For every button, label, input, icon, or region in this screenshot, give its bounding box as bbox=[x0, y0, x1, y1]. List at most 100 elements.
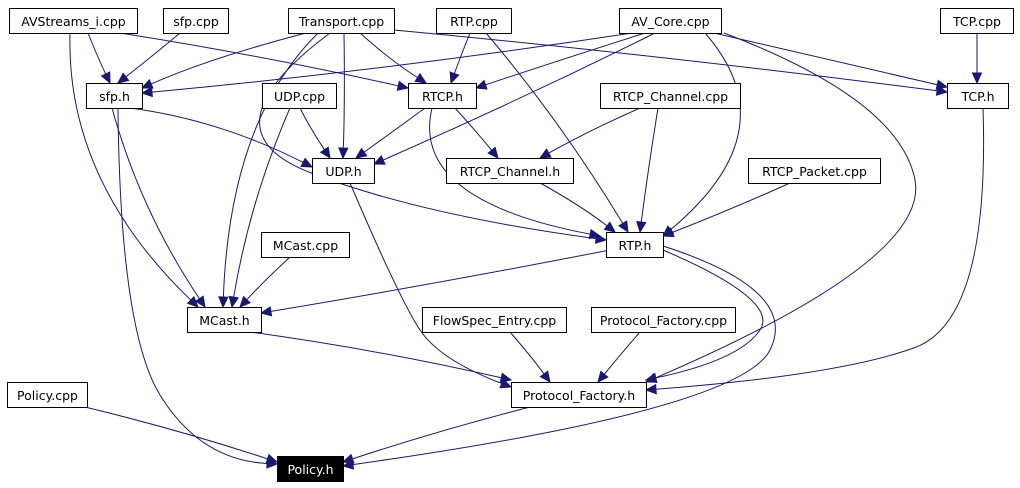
node-avstreams-i-cpp[interactable]: AVStreams_i.cpp bbox=[9, 8, 138, 34]
node-rtp-cpp[interactable]: RTP.cpp bbox=[436, 8, 512, 34]
edge-sfp_h-to-policy_h bbox=[117, 107, 279, 469]
node-policy-h[interactable]: Policy.h bbox=[277, 456, 344, 482]
edge-line bbox=[429, 107, 591, 235]
node-rtcp-channel-cpp[interactable]: RTCP_Channel.cpp bbox=[600, 83, 741, 109]
node-box bbox=[591, 307, 736, 333]
edge-line bbox=[352, 406, 531, 460]
edge-protocol_factory_h-to-policy_h bbox=[341, 406, 531, 464]
node-label: FlowSpec_Entry.cpp bbox=[433, 313, 556, 328]
arrowhead-icon bbox=[239, 295, 252, 308]
edge-rtcp_channel_cpp-to-rtp_h bbox=[636, 107, 659, 234]
node-label: TCP.cpp bbox=[952, 14, 1001, 29]
edge-rtcp_packet_cpp-to-rtp_h bbox=[661, 182, 791, 238]
node-udp-h[interactable]: UDP.h bbox=[312, 158, 375, 184]
edge-line bbox=[603, 331, 641, 375]
node-box bbox=[187, 307, 262, 333]
edge-avstreams_i_cpp-to-sfp_h bbox=[87, 32, 111, 85]
edge-avstreams_i_cpp-to-rtcp_h bbox=[119, 32, 410, 91]
arrowhead-icon bbox=[228, 295, 239, 309]
node-mcast-h[interactable]: MCast.h bbox=[187, 307, 262, 333]
arrowhead-icon bbox=[100, 71, 111, 85]
edge-rtp_h-to-mcast_h bbox=[259, 249, 611, 317]
node-rtcp-channel-h[interactable]: RTCP_Channel.h bbox=[446, 158, 574, 184]
arrowhead-icon bbox=[487, 146, 499, 159]
arrowhead-icon bbox=[341, 453, 355, 464]
edge-av_core_cpp-to-tcp_h bbox=[713, 32, 949, 90]
node-box bbox=[9, 8, 138, 34]
arrowhead-icon bbox=[636, 220, 647, 234]
edge-line bbox=[117, 107, 268, 464]
edge-line bbox=[150, 32, 307, 85]
node-tcp-h[interactable]: TCP.h bbox=[947, 83, 1009, 109]
edge-line bbox=[539, 182, 608, 227]
edge-line bbox=[349, 182, 502, 384]
edge-rtp_h-to-protocol_factory_h bbox=[644, 249, 764, 383]
node-rtp-h[interactable]: RTP.h bbox=[606, 232, 664, 258]
node-box bbox=[408, 83, 477, 109]
edge-line bbox=[670, 32, 741, 230]
edge-av_core_cpp-to-rtp_h bbox=[662, 32, 741, 237]
arrowhead-icon bbox=[355, 147, 368, 159]
edge-mcast_cpp-to-mcast_h bbox=[239, 256, 291, 308]
node-tcp-cpp[interactable]: TCP.cpp bbox=[940, 8, 1014, 34]
arrowhead-icon bbox=[618, 220, 629, 234]
edge-transport_cpp-to-sfp_h bbox=[140, 32, 307, 89]
node-av-core-cpp[interactable]: AV_Core.cpp bbox=[619, 8, 722, 34]
node-label: RTP.h bbox=[619, 238, 652, 253]
node-protocol-factory-cpp[interactable]: Protocol_Factory.cpp bbox=[591, 307, 736, 333]
node-box bbox=[606, 232, 664, 258]
arrowhead-icon bbox=[396, 80, 410, 91]
edge-av_core_cpp-to-sfp_h bbox=[140, 32, 633, 98]
node-rtcp-packet-cpp[interactable]: RTCP_Packet.cpp bbox=[748, 158, 881, 184]
node-label: MCast.h bbox=[199, 313, 249, 328]
arrowhead-icon bbox=[372, 154, 386, 165]
node-label: AV_Core.cpp bbox=[631, 14, 709, 29]
node-label: TCP.h bbox=[960, 89, 994, 104]
edge-line bbox=[454, 107, 493, 151]
edge-line bbox=[249, 331, 502, 379]
arrowhead-icon bbox=[588, 228, 602, 240]
edge-line bbox=[342, 32, 345, 149]
arrowhead-icon bbox=[259, 306, 273, 317]
node-label: RTCP.h bbox=[422, 89, 463, 104]
edge-line bbox=[485, 32, 624, 224]
edge-rtcp_h-to-rtcp_channel_h bbox=[454, 107, 499, 159]
node-mcast-cpp[interactable]: MCast.cpp bbox=[261, 232, 350, 258]
node-box bbox=[261, 232, 350, 258]
node-label: Policy.h bbox=[287, 462, 333, 477]
node-policy-cpp[interactable]: Policy.cpp bbox=[7, 382, 88, 408]
node-rtcp-h[interactable]: RTCP.h bbox=[408, 83, 477, 109]
node-label: RTP.cpp bbox=[450, 14, 498, 29]
edge-transport_cpp-to-rtcp_h bbox=[359, 32, 428, 84]
edge-rtp_h-to-policy_h bbox=[341, 245, 776, 470]
edge-tcp_cpp-to-tcp_h bbox=[971, 33, 983, 85]
edge-line bbox=[299, 107, 325, 150]
edge-sfp_cpp-to-sfp_h bbox=[117, 32, 181, 84]
node-label: sfp.cpp bbox=[173, 14, 219, 29]
node-label: RTCP_Channel.cpp bbox=[613, 89, 728, 104]
edge-line bbox=[382, 32, 656, 161]
node-box bbox=[163, 8, 229, 34]
node-box bbox=[422, 307, 567, 333]
node-label: Protocol_Factory.h bbox=[523, 388, 635, 403]
node-box bbox=[312, 158, 375, 184]
edge-line bbox=[125, 32, 181, 78]
node-sfp-cpp[interactable]: sfp.cpp bbox=[163, 8, 229, 34]
node-protocol-factory-h[interactable]: Protocol_Factory.h bbox=[511, 382, 647, 408]
edge-flowspec_entry_cpp-to-protocol_factory_h bbox=[509, 331, 551, 383]
edge-av_core_cpp-to-rtcp_h bbox=[474, 32, 646, 90]
arrowhead-icon bbox=[414, 72, 428, 84]
node-label: Transport.cpp bbox=[298, 14, 384, 29]
arrowhead-icon bbox=[218, 296, 229, 309]
node-flowspec-entry-cpp[interactable]: FlowSpec_Entry.cpp bbox=[422, 307, 567, 333]
node-box bbox=[262, 83, 337, 109]
node-udp-cpp[interactable]: UDP.cpp bbox=[262, 83, 337, 109]
node-box bbox=[86, 83, 143, 109]
edge-line bbox=[393, 29, 938, 92]
node-transport-cpp[interactable]: Transport.cpp bbox=[288, 8, 395, 34]
edge-rtcp_h-to-rtp_h bbox=[429, 107, 602, 240]
node-sfp-h[interactable]: sfp.h bbox=[86, 83, 143, 109]
edge-line bbox=[129, 107, 304, 163]
edge-line bbox=[352, 245, 776, 466]
